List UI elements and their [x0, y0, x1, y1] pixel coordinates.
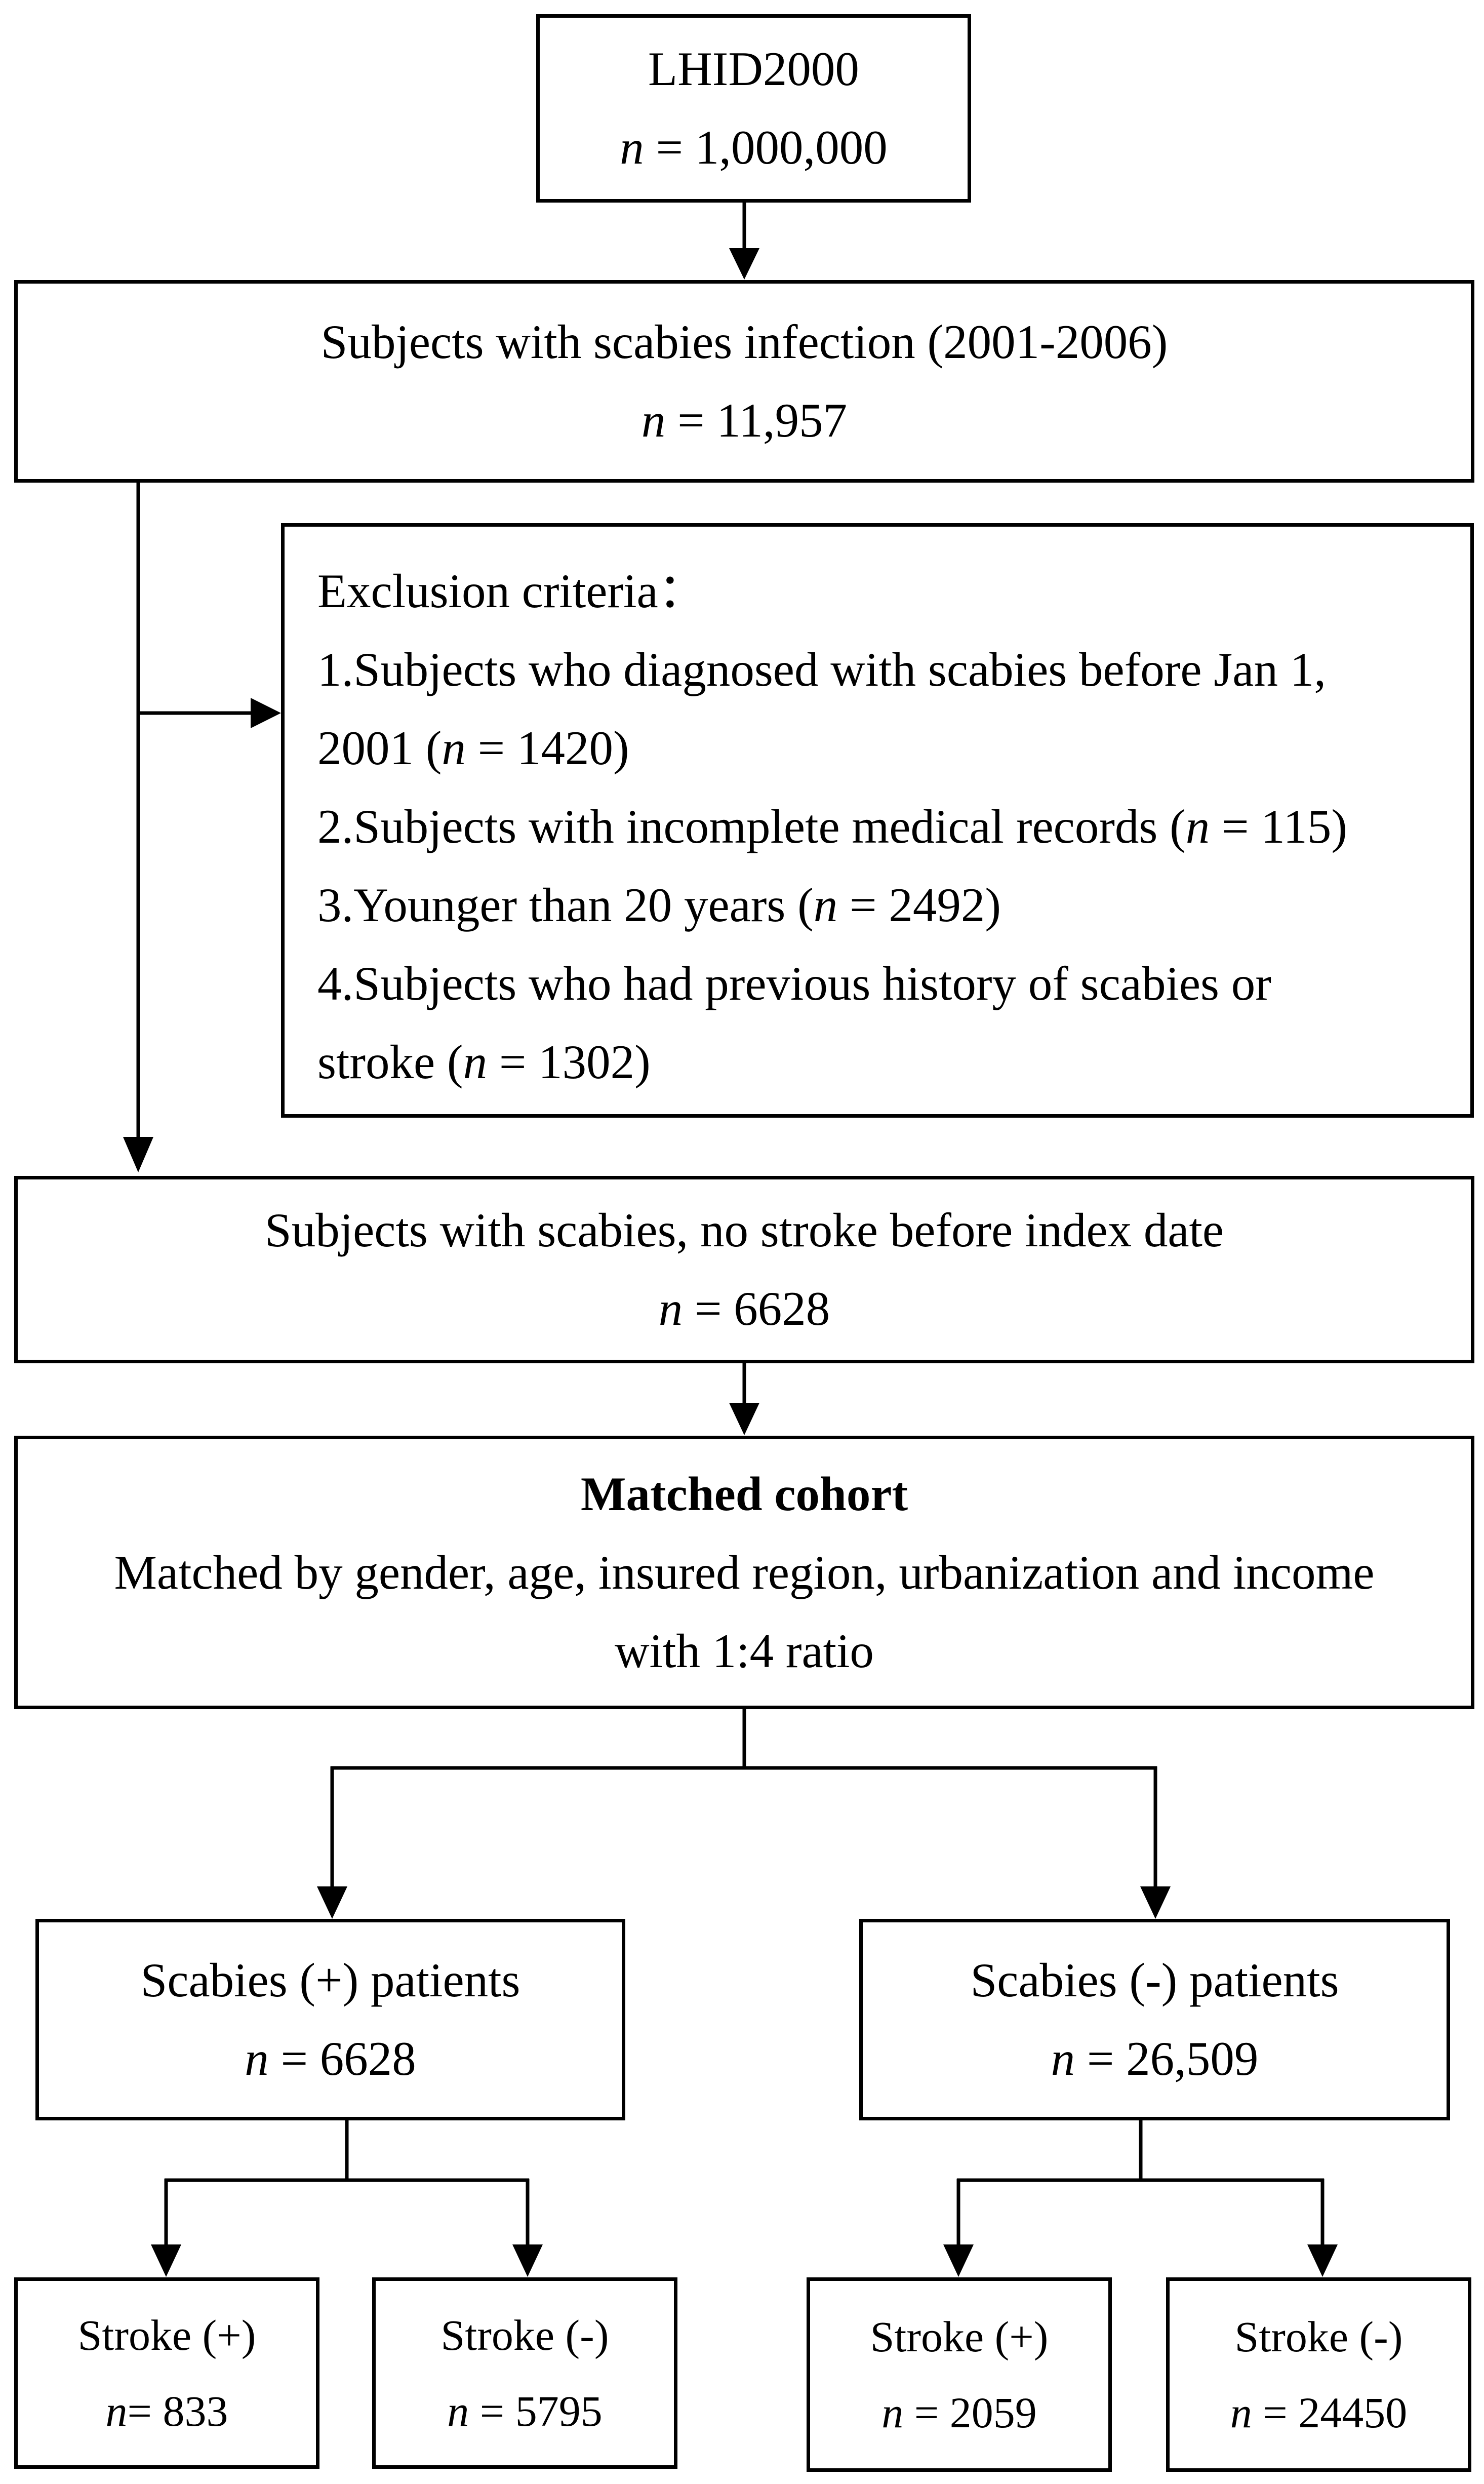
arrowhead-icon [729, 1403, 759, 1435]
arrowhead-icon [1307, 2244, 1338, 2277]
scabies-positive-count: n = 6628 [245, 2032, 416, 2085]
exclusion-item-1a: 1.Subjects who diagnosed with scabies be… [317, 643, 1326, 696]
neg-stroke-negative-box: Stroke (-) n = 24450 [1166, 2277, 1471, 2472]
source-box: LHID2000 n = 1,000,000 [536, 14, 971, 203]
scabies-positive-title: Scabies (+) patients [140, 1953, 520, 2007]
neg-stroke-negative-title: Stroke (-) [1234, 2312, 1403, 2361]
neg-stroke-negative-count: n = 24450 [1230, 2388, 1408, 2437]
exclusion-item-4b: stroke (n = 1302) [317, 1035, 651, 1089]
infection-count: n = 11,957 [641, 393, 848, 447]
neg-stroke-positive-title: Stroke (+) [870, 2312, 1049, 2361]
exclusion-item-3: 3.Younger than 20 years (n = 2492) [317, 878, 1001, 932]
arrowhead-icon [317, 1886, 347, 1919]
scabies-negative-title: Scabies (-) patients [970, 1953, 1339, 2007]
arrowhead-icon [943, 2244, 974, 2277]
arrowhead-icon [123, 1137, 153, 1172]
arrowhead-icon [151, 2244, 181, 2277]
exclusion-box: Exclusion criteria： 1.Subjects who diagn… [281, 523, 1474, 1118]
arrowhead-icon [512, 2244, 543, 2277]
pos-stroke-negative-title: Stroke (-) [440, 2311, 609, 2359]
arrowhead-icon [251, 698, 281, 728]
exclusion-item-1b: 2001 (n = 1420) [317, 721, 629, 775]
arrowhead-icon [1140, 1886, 1171, 1919]
neg-stroke-positive-count: n = 2059 [881, 2388, 1037, 2437]
pos-stroke-negative-count: n = 5795 [447, 2387, 603, 2435]
pos-stroke-positive-title: Stroke (+) [77, 2311, 256, 2359]
pos-stroke-positive-count: n= 833 [105, 2387, 228, 2435]
scabies-negative-count: n = 26,509 [1051, 2032, 1259, 2085]
exclusion-item-4a: 4.Subjects who had previous history of s… [317, 957, 1271, 1010]
no-stroke-box: Subjects with scabies, no stroke before … [14, 1176, 1474, 1363]
matched-line-2: with 1:4 ratio [615, 1624, 874, 1678]
pos-stroke-negative-box: Stroke (-) n = 5795 [372, 2277, 677, 2469]
pos-stroke-positive-box: Stroke (+) n= 833 [14, 2277, 319, 2469]
source-count: n = 1,000,000 [620, 121, 888, 174]
source-title: LHID2000 [648, 42, 859, 96]
no-stroke-title: Subjects with scabies, no stroke before … [264, 1203, 1224, 1257]
infection-title: Subjects with scabies infection (2001-20… [320, 315, 1168, 369]
matched-cohort-box: Matched cohort Matched by gender, age, i… [14, 1436, 1474, 1709]
arrowhead-icon [729, 248, 759, 280]
exclusion-item-2: 2.Subjects with incomplete medical recor… [317, 800, 1347, 853]
scabies-positive-box: Scabies (+) patients n = 6628 [35, 1919, 625, 2120]
matched-line-1: Matched by gender, age, insured region, … [114, 1545, 1375, 1599]
neg-stroke-positive-box: Stroke (+) n = 2059 [807, 2277, 1112, 2472]
no-stroke-count: n = 6628 [658, 1282, 830, 1335]
scabies-negative-box: Scabies (-) patients n = 26,509 [859, 1919, 1450, 2120]
matched-title: Matched cohort [580, 1467, 908, 1521]
exclusion-heading: Exclusion criteria： [317, 564, 706, 618]
infection-box: Subjects with scabies infection (2001-20… [14, 280, 1474, 483]
